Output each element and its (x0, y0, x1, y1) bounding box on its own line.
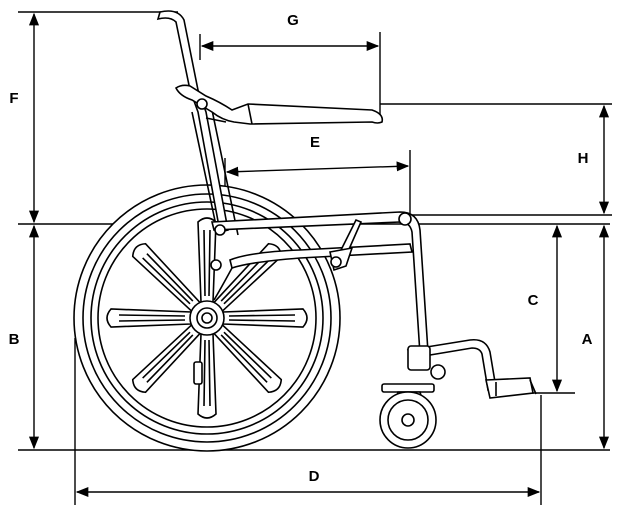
dimension-e-arrow (225, 161, 410, 177)
label-a: A (582, 331, 593, 348)
label-c: C (528, 292, 539, 309)
label-d: D (309, 468, 320, 485)
label-b: B (9, 331, 20, 348)
dimension-labels: F B G E H C A D (9, 12, 593, 485)
footrest (406, 338, 537, 399)
armrest (174, 84, 384, 125)
label-g: G (287, 12, 299, 29)
brake-lever (329, 218, 363, 272)
wheelchair (73, 10, 537, 452)
dimension-arrows (28, 12, 610, 498)
castor-wheel (379, 383, 437, 449)
label-h: H (578, 150, 589, 167)
label-f: F (9, 90, 18, 107)
label-e: E (310, 134, 320, 151)
wheel-hub (189, 300, 225, 336)
